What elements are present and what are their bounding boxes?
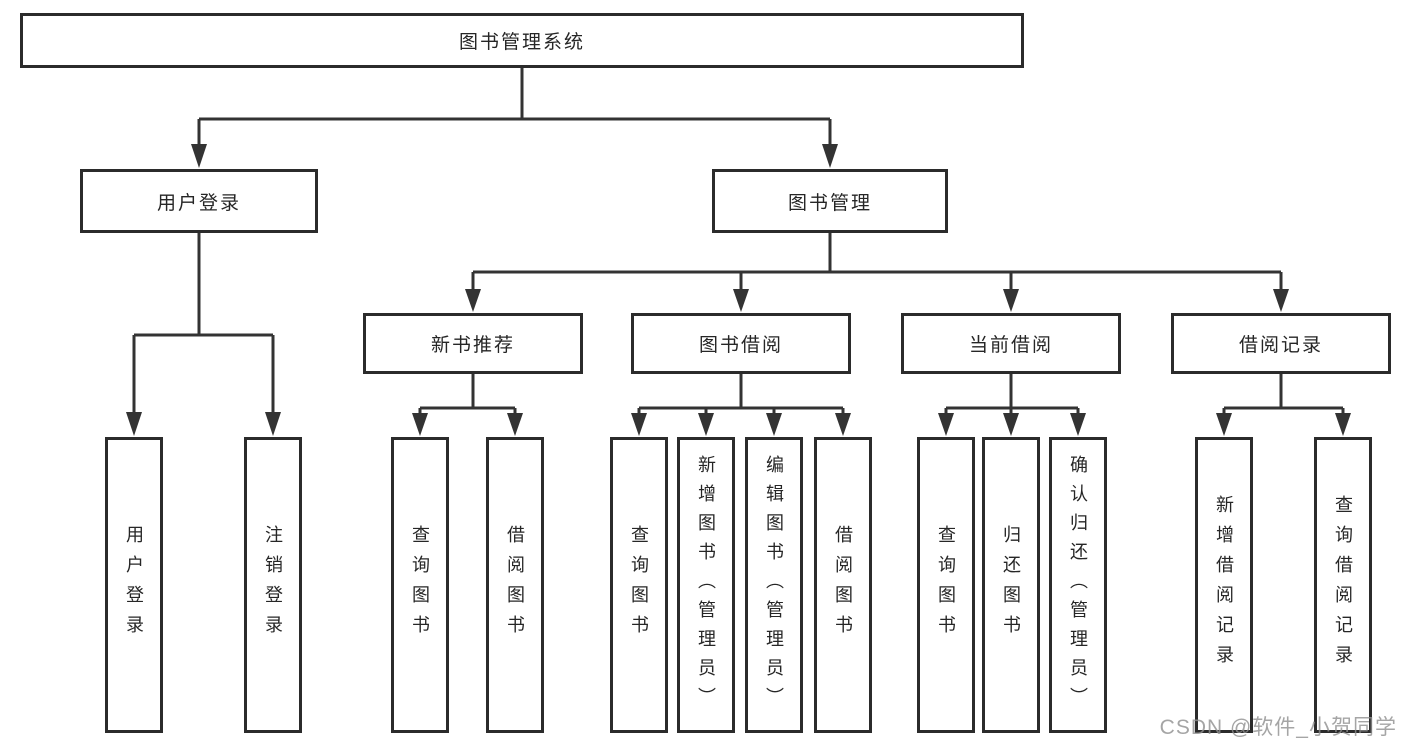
csdn-watermark: CSDN @软件_小贺同学 <box>1159 716 1397 739</box>
node-borrow-records: 借阅记录 <box>1171 313 1391 374</box>
leaf-current-query-book-label: 查询图书 <box>936 525 956 645</box>
leaf-user-login-label: 用户登录 <box>124 525 144 645</box>
node-user-login: 用户登录 <box>80 169 318 233</box>
leaf-recommend-borrow-book: 借阅图书 <box>486 437 544 733</box>
leaf-records-add-borrow-record: 新增借阅记录 <box>1195 437 1253 733</box>
node-current-borrow: 当前借阅 <box>901 313 1121 374</box>
node-user-login-label: 用户登录 <box>156 192 241 214</box>
leaf-records-query-borrow-record: 查询借阅记录 <box>1314 437 1372 733</box>
leaf-current-confirm-return-admin-label: 确认归还（管理员） <box>1068 454 1088 716</box>
leaf-records-add-borrow-record-label: 新增借阅记录 <box>1214 495 1234 675</box>
node-root-library-management-system: 图书管理系统 <box>20 13 1024 68</box>
leaf-current-return-book-label: 归还图书 <box>1001 525 1021 645</box>
leaf-current-query-book: 查询图书 <box>917 437 975 733</box>
leaf-logout-login-label: 注销登录 <box>263 525 283 645</box>
node-book-borrow-label: 图书借阅 <box>698 335 783 356</box>
leaf-records-query-borrow-record-label: 查询借阅记录 <box>1333 495 1353 675</box>
leaf-current-return-book: 归还图书 <box>982 437 1040 733</box>
node-book-management-label: 图书管理 <box>787 192 872 214</box>
leaf-borrow-borrow-book: 借阅图书 <box>814 437 872 733</box>
leaf-borrow-borrow-book-label: 借阅图书 <box>833 525 853 645</box>
node-borrow-records-label: 借阅记录 <box>1238 335 1323 356</box>
leaf-borrow-add-book-admin: 新增图书（管理员） <box>677 437 735 733</box>
leaf-user-login: 用户登录 <box>105 437 163 733</box>
leaf-borrow-edit-book-admin-label: 编辑图书（管理员） <box>764 454 784 716</box>
node-current-borrow-label: 当前借阅 <box>968 335 1053 356</box>
node-book-borrow: 图书借阅 <box>631 313 851 374</box>
leaf-recommend-borrow-book-label: 借阅图书 <box>505 525 525 645</box>
node-new-book-recommend: 新书推荐 <box>363 313 583 374</box>
leaf-recommend-query-book-label: 查询图书 <box>410 525 430 645</box>
leaf-recommend-query-book: 查询图书 <box>391 437 449 733</box>
leaf-current-confirm-return-admin: 确认归还（管理员） <box>1049 437 1107 733</box>
node-root-label: 图书管理系统 <box>458 32 585 53</box>
leaf-borrow-query-book-label: 查询图书 <box>629 525 649 645</box>
leaf-borrow-add-book-admin-label: 新增图书（管理员） <box>696 454 716 716</box>
leaf-borrow-edit-book-admin: 编辑图书（管理员） <box>745 437 803 733</box>
leaf-borrow-query-book: 查询图书 <box>610 437 668 733</box>
node-book-management: 图书管理 <box>712 169 948 233</box>
leaf-logout-login: 注销登录 <box>244 437 302 733</box>
node-new-book-recommend-label: 新书推荐 <box>430 335 515 356</box>
